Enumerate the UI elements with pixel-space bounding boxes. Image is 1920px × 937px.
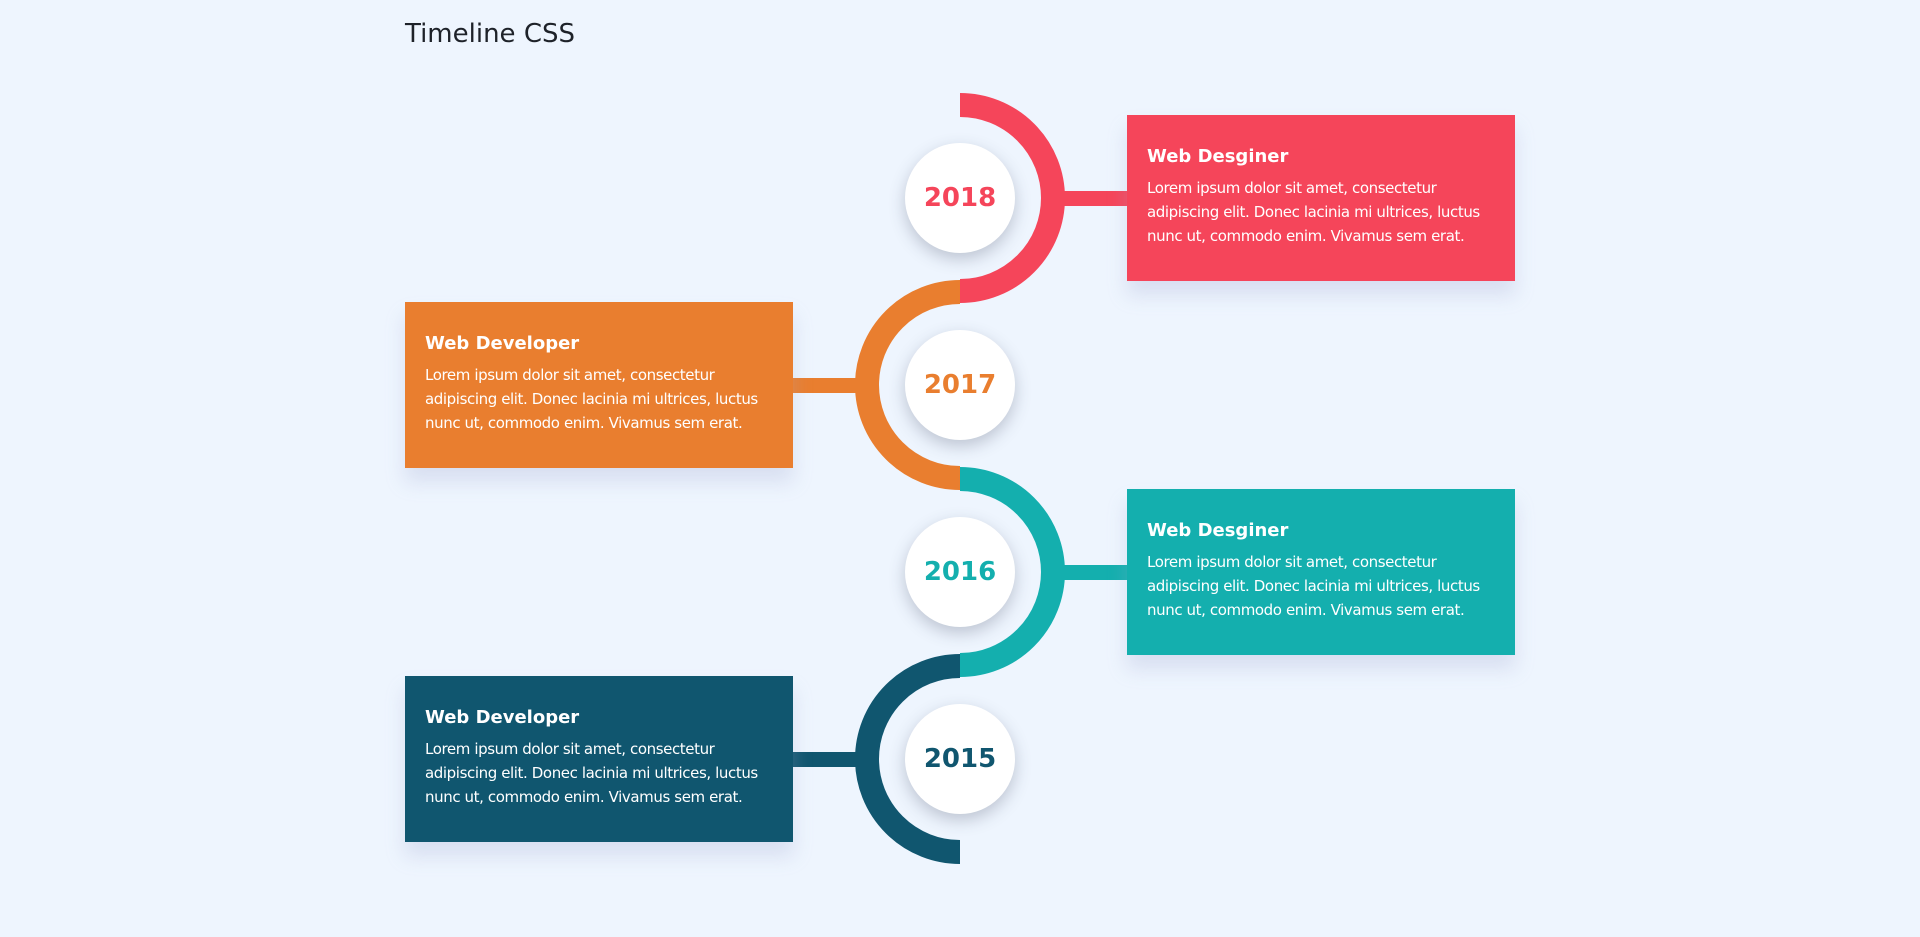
timeline-connector-2018	[1060, 191, 1130, 206]
timeline-card-2018: Web Desginer Lorem ipsum dolor sit amet,…	[1127, 115, 1515, 281]
card-title: Web Desginer	[1147, 520, 1289, 541]
card-description: Lorem ipsum dolor sit amet, consectetur …	[1147, 553, 1480, 619]
timeline-connector-2017	[790, 378, 860, 393]
card-title: Web Developer	[425, 333, 580, 354]
card-title: Web Desginer	[1147, 146, 1289, 167]
year-badge-2015: 2015	[905, 704, 1015, 814]
timeline-card-2017: Web Developer Lorem ipsum dolor sit amet…	[405, 302, 793, 468]
card-description: Lorem ipsum dolor sit amet, consectetur …	[425, 366, 758, 432]
timeline-card-2016: Web Desginer Lorem ipsum dolor sit amet,…	[1127, 489, 1515, 655]
year-badge-2017: 2017	[905, 330, 1015, 440]
year-badge-2018: 2018	[905, 143, 1015, 253]
timeline-connector-2016	[1060, 565, 1130, 580]
timeline-card-2015: Web Developer Lorem ipsum dolor sit amet…	[405, 676, 793, 842]
card-description: Lorem ipsum dolor sit amet, consectetur …	[1147, 179, 1480, 245]
timeline-connector-2015	[790, 752, 860, 767]
year-label: 2017	[923, 370, 997, 400]
card-description: Lorem ipsum dolor sit amet, consectetur …	[425, 740, 758, 806]
year-badge-2016: 2016	[905, 517, 1015, 627]
year-label: 2018	[923, 183, 997, 213]
year-label: 2016	[923, 557, 997, 587]
year-label: 2015	[923, 744, 997, 774]
card-title: Web Developer	[425, 707, 580, 728]
page-title: Timeline CSS	[405, 19, 575, 49]
